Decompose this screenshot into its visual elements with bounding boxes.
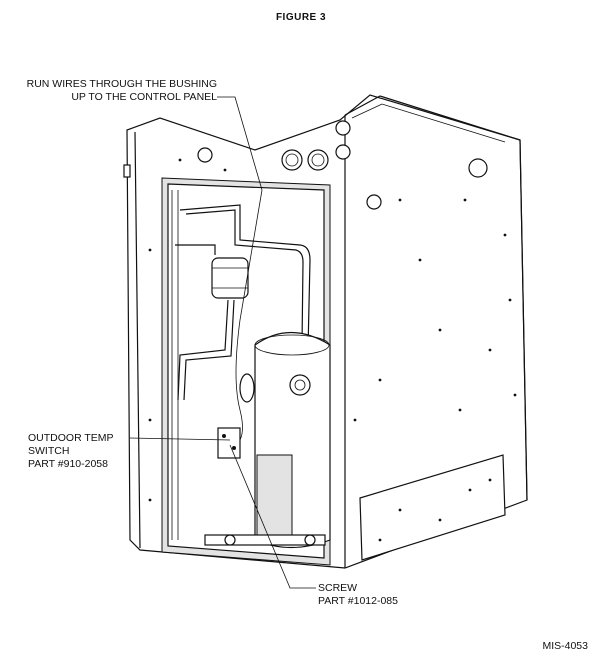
figure-title: FIGURE 3 (275, 12, 327, 23)
wiring (235, 189, 263, 441)
coil-fins (171, 190, 179, 540)
suction-line (179, 204, 311, 381)
mount-bolt (304, 534, 316, 546)
callout-run-wires-line1: RUN WIRES THROUGH THE BUSHING (26, 78, 217, 90)
bushings (197, 120, 488, 210)
panel-holes (148, 158, 517, 542)
access-panel (359, 454, 506, 561)
wire-harness (235, 189, 263, 441)
bushing-6 (468, 158, 488, 178)
bushing-3 (197, 147, 213, 163)
latch (123, 164, 131, 178)
callout-outdoor-temp-switch: OUTDOOR TEMP SWITCH PART #910-2058 (28, 432, 114, 471)
callout-screw: SCREW PART #1012-085 (318, 582, 398, 608)
document-id: MIS-4053 (542, 640, 588, 652)
bushing-4 (335, 120, 351, 136)
bushing-2 (307, 149, 329, 171)
liquid-line-lower (177, 299, 229, 401)
callout-screw-line2: PART #1012-085 (318, 595, 398, 607)
cabinet-top-lip (351, 103, 506, 143)
cabinet-right-edge (519, 139, 528, 501)
callout-switch-line3: PART #910-2058 (28, 458, 108, 470)
compressor-label (256, 454, 293, 536)
callout-screw-line1: SCREW (318, 582, 358, 594)
leader-temp-switch (129, 437, 231, 441)
compressor-port (289, 374, 311, 396)
bushing-5 (335, 144, 351, 160)
outdoor-temp-switch (217, 427, 241, 459)
callout-switch-line1: OUTDOOR TEMP (28, 432, 114, 444)
callout-switch-line2: SWITCH (28, 445, 70, 457)
suction-line-inner (185, 209, 304, 346)
callout-run-wires-line2: UP TO THE CONTROL PANEL (71, 91, 217, 103)
left-flange (134, 131, 141, 549)
base-mount (204, 534, 326, 546)
refrigerant-piping (175, 204, 311, 401)
bushing-7 (366, 194, 382, 210)
leader-screw (229, 444, 316, 589)
liquid-line (175, 244, 216, 255)
cabinet-top-edge (344, 95, 521, 141)
callout-run-wires: RUN WIRES THROUGH THE BUSHING UP TO THE … (14, 78, 217, 104)
compressor-terminal (239, 373, 255, 403)
leader-run-wires (217, 96, 263, 191)
filter-drier (211, 257, 249, 299)
compressor (239, 331, 331, 549)
filter-drier-body (211, 257, 249, 299)
liquid-line-lower-inner (183, 299, 235, 401)
temp-switch-body (217, 427, 241, 459)
base-rail (204, 534, 326, 546)
bushing-1 (281, 149, 303, 171)
leader-lines (129, 96, 316, 589)
screw-head (224, 534, 236, 546)
